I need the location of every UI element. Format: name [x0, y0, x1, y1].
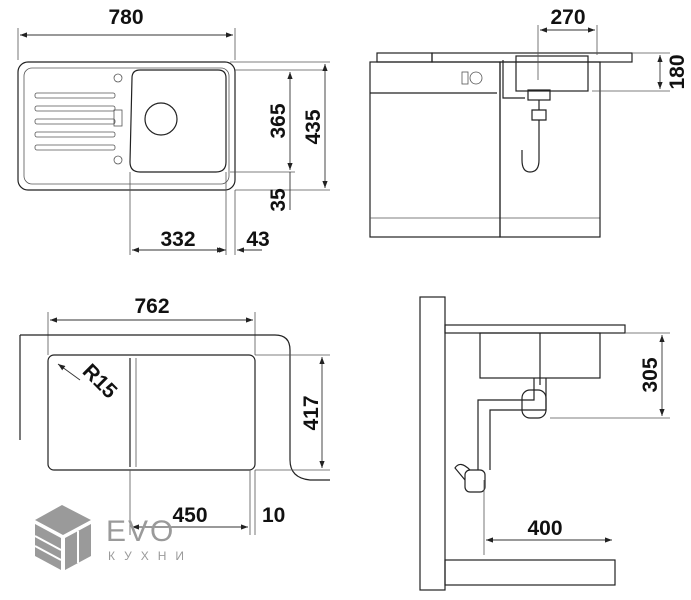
sink-outline: [17, 61, 236, 191]
dim-front-offset-label: 35: [267, 188, 290, 212]
dim-radius-label: R15: [78, 360, 122, 404]
dim-bowl-width-label: 332: [160, 228, 195, 251]
top-view: 780 365 435 35 332 43: [17, 6, 330, 255]
drain-pipe: [477, 378, 547, 425]
bowl: [129, 69, 227, 173]
floor-plinth: [444, 559, 616, 586]
cutout-outline: [47, 354, 256, 471]
dim-bowl-height-label: 180: [666, 54, 689, 89]
cabinet-left: [369, 61, 501, 238]
dim-depth-label: 435: [302, 109, 325, 144]
logo-brand: EVO: [106, 515, 175, 548]
logo-subtitle: КУХНИ: [108, 549, 193, 563]
cutout-view: 762 R15 417 450 10: [19, 295, 330, 535]
install-countertop: [444, 324, 626, 334]
dim-install-depth-label: 305: [639, 357, 662, 392]
dim-cutout-bowl-width-label: 450: [172, 504, 207, 527]
side-bowl: [515, 55, 589, 92]
dim-bowl-depth-label: 365: [267, 103, 290, 138]
wall: [419, 296, 446, 591]
drain-icon: [144, 102, 178, 136]
cabinet-right: [499, 61, 601, 238]
evo-logo: EVO КУХНИ: [34, 505, 193, 570]
dim-width-label: 780: [108, 6, 143, 29]
dim-cutout-depth-label: 417: [300, 395, 323, 430]
dim-bowl-offset-label: 270: [550, 6, 585, 29]
side-view: 270 180: [369, 6, 689, 238]
siphon: [521, 389, 547, 419]
drainboard-grooves: [34, 92, 116, 151]
dim-cutout-width-label: 762: [134, 295, 169, 318]
countertop-edge: [20, 334, 330, 481]
countertop: [431, 52, 633, 63]
dim-drain-offset-label: 400: [527, 517, 562, 540]
install-view: 305 400: [419, 296, 670, 591]
dim-edge-offset-label: 43: [246, 228, 269, 251]
siphon-icon: [521, 100, 547, 173]
dim-cutout-edge-label: 10: [262, 504, 285, 527]
